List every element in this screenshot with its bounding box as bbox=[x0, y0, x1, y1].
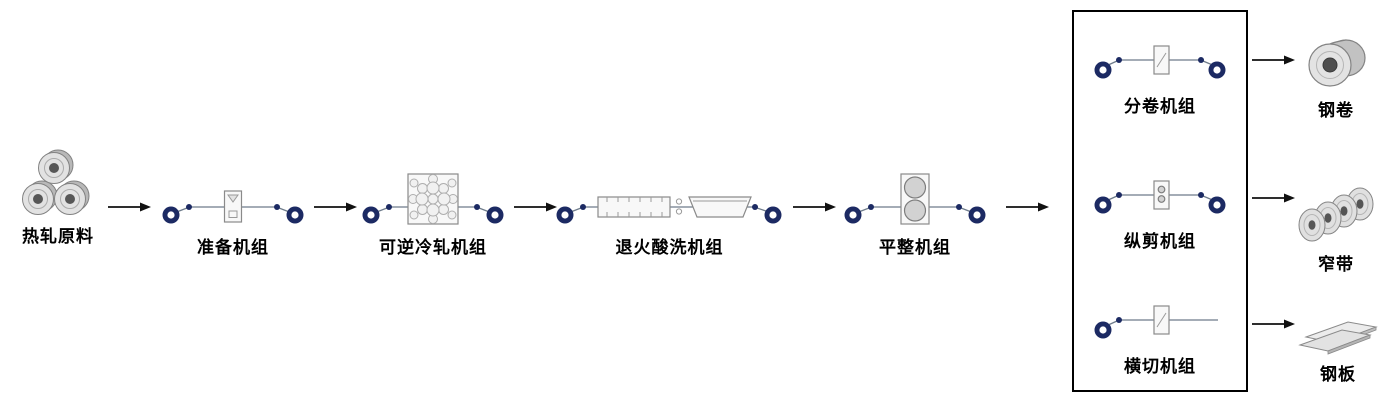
unit-annealing-pickling: 退火酸洗机组 bbox=[552, 181, 787, 258]
flow-arrow-2 bbox=[314, 201, 357, 213]
product-narrow-strip: 窄带 bbox=[1294, 178, 1378, 275]
finishing-units-box bbox=[1072, 10, 1248, 392]
flow-arrow-5 bbox=[1006, 201, 1049, 213]
unit-reversible-cold-mill: 可逆冷轧机组 bbox=[358, 171, 508, 258]
flow-arrow-1 bbox=[108, 201, 151, 213]
steel-coil-icon bbox=[1308, 39, 1366, 87]
prepare-unit-icon bbox=[162, 190, 304, 224]
unit-label: 准备机组 bbox=[197, 238, 269, 257]
product-arrow-coil bbox=[1252, 54, 1295, 66]
unit-temper-mill: 平整机组 bbox=[840, 171, 990, 258]
product-arrow-strip bbox=[1252, 192, 1295, 204]
product-steel-coil: 钢卷 bbox=[1300, 32, 1372, 121]
narrow-strip-icon bbox=[1298, 187, 1374, 242]
unit-slitting: 纵剪机组 bbox=[1090, 175, 1230, 252]
product-label: 钢板 bbox=[1320, 365, 1356, 384]
source-label: 热轧原料 bbox=[22, 227, 94, 246]
steel-plate-icon bbox=[1298, 321, 1378, 355]
flow-arrow-3 bbox=[514, 201, 557, 213]
unit-label: 纵剪机组 bbox=[1124, 232, 1196, 251]
product-arrow-plate bbox=[1252, 318, 1295, 330]
unit-recoiling: 分卷机组 bbox=[1090, 40, 1230, 117]
cut-to-length-unit-icon bbox=[1094, 305, 1218, 339]
product-label: 钢卷 bbox=[1318, 101, 1354, 120]
recoiling-unit-icon bbox=[1094, 45, 1226, 79]
flow-arrow-4 bbox=[793, 201, 836, 213]
temper-mill-icon bbox=[844, 173, 986, 225]
source-node: 热轧原料 bbox=[12, 146, 104, 247]
unit-prepare: 准备机组 bbox=[158, 181, 308, 258]
unit-label: 横切机组 bbox=[1124, 357, 1196, 376]
product-steel-plate: 钢板 bbox=[1298, 316, 1378, 385]
unit-label: 平整机组 bbox=[879, 238, 951, 257]
unit-label: 分卷机组 bbox=[1124, 97, 1196, 116]
product-label: 窄带 bbox=[1318, 255, 1354, 274]
unit-label: 退火酸洗机组 bbox=[615, 238, 724, 257]
slitting-unit-icon bbox=[1094, 180, 1226, 214]
hot-rolled-coils-icon bbox=[22, 149, 90, 215]
reversible-cold-mill-icon bbox=[362, 173, 504, 225]
unit-label: 可逆冷轧机组 bbox=[379, 238, 487, 257]
annealing-pickling-icon bbox=[556, 196, 782, 224]
unit-cut-to-length: 横切机组 bbox=[1090, 300, 1230, 377]
